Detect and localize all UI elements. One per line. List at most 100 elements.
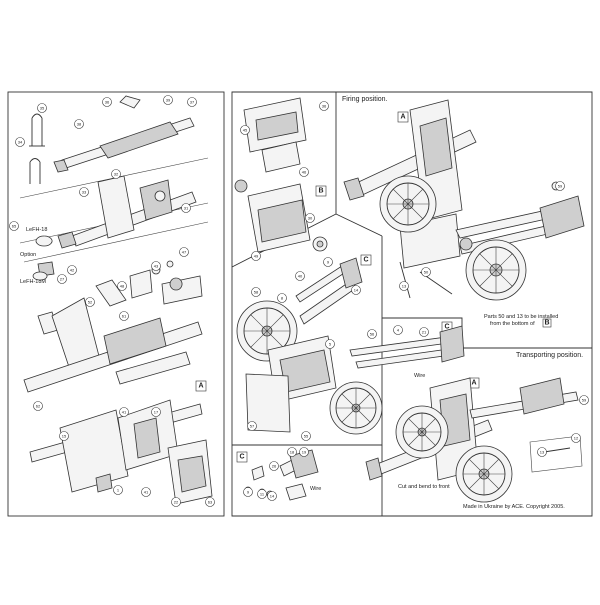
svg-text:46: 46 (302, 170, 307, 175)
svg-text:C: C (239, 454, 244, 461)
callout-21: 21 (419, 327, 429, 337)
footer-copyright: Made in Ukraine by ACE. Copyright 2005. (463, 504, 565, 510)
callout-15: 15 (59, 431, 69, 441)
svg-text:30: 30 (308, 216, 313, 221)
callout-48: 48 (117, 281, 127, 291)
callout-26: 26 (269, 461, 279, 471)
label-cut-bend: Cut and bend to front (398, 484, 450, 490)
left-barrel-assembly (19, 95, 213, 505)
divider-b-firing (335, 92, 383, 237)
svg-text:18: 18 (290, 450, 295, 455)
label-lefh18: LeFH-18 (26, 227, 47, 233)
callout-12: 12 (571, 433, 581, 443)
svg-text:58: 58 (254, 290, 259, 295)
callout-41b: 41 (141, 487, 151, 497)
svg-text:4: 4 (397, 328, 400, 333)
callout-52: 52 (85, 297, 95, 307)
svg-text:48: 48 (120, 284, 125, 289)
note-line2: from the bottom of (490, 321, 535, 327)
callout-17: 17 (151, 407, 161, 417)
callout-19: 19 (299, 447, 309, 457)
svg-text:13: 13 (402, 284, 407, 289)
svg-text:31: 31 (184, 206, 189, 211)
svg-text:C: C (363, 257, 368, 264)
callout-18: 18 (287, 447, 297, 457)
callout-13b: 13 (537, 447, 547, 457)
svg-text:47: 47 (182, 250, 187, 255)
label-option: Option (20, 252, 36, 258)
svg-text:59: 59 (558, 184, 563, 189)
svg-text:13: 13 (540, 450, 545, 455)
svg-text:26: 26 (272, 464, 277, 469)
callout-55: 55 (301, 431, 311, 441)
callout-34: 34 (15, 137, 25, 147)
callouts: 35 36 37 34 38 39 33 32 31 65 42 27 43 4… (9, 95, 589, 507)
svg-text:43: 43 (154, 264, 159, 269)
note-line1: Parts 50 and 13 to be installed (484, 314, 558, 320)
callout-33: 33 (79, 187, 89, 197)
firing-heading: Firing position. (342, 96, 388, 103)
svg-text:A: A (400, 114, 405, 121)
svg-text:A: A (471, 380, 476, 387)
callout-32: 32 (111, 169, 121, 179)
svg-text:55: 55 (304, 434, 309, 439)
svg-text:33: 33 (82, 190, 87, 195)
callout-11b: 11 (257, 489, 267, 499)
callout-56: 56 (367, 329, 377, 339)
callout-5: 5 (325, 339, 335, 349)
svg-text:36: 36 (322, 104, 327, 109)
callout-9: 9 (323, 257, 333, 267)
svg-text:63: 63 (208, 500, 213, 505)
callout-14: 14 (351, 285, 361, 295)
svg-text:50: 50 (424, 270, 429, 275)
callout-62: 62 (33, 401, 43, 411)
svg-text:14: 14 (270, 494, 275, 499)
callout-8: 8 (277, 293, 287, 303)
svg-text:35: 35 (40, 106, 45, 111)
callout-59: 59 (555, 181, 565, 191)
callout-4: 4 (393, 325, 403, 335)
c-small-parts (244, 449, 319, 501)
ref-box-a1: A (397, 111, 409, 123)
svg-text:12: 12 (574, 436, 579, 441)
svg-text:39: 39 (166, 98, 171, 103)
svg-text:41: 41 (144, 490, 149, 495)
svg-text:56: 56 (370, 332, 375, 337)
ref-box-b2: B (542, 318, 552, 328)
panel-right-frame (231, 91, 593, 517)
svg-text:22: 22 (174, 500, 179, 505)
ref-box-c3: C (236, 451, 248, 463)
callout-61: 61 (119, 311, 129, 321)
svg-text:5: 5 (329, 342, 332, 347)
svg-text:8: 8 (281, 296, 284, 301)
callout-36: 36 (102, 97, 112, 107)
callout-22: 22 (171, 497, 181, 507)
svg-text:15: 15 (62, 434, 67, 439)
svg-text:11: 11 (260, 492, 265, 497)
callout-37: 37 (187, 97, 197, 107)
callout-27: 27 (57, 274, 67, 284)
svg-text:52: 52 (88, 300, 93, 305)
b-panel-assembly (234, 97, 328, 253)
callout-65: 65 (9, 221, 19, 231)
svg-text:40: 40 (298, 274, 303, 279)
svg-text:49: 49 (254, 254, 259, 259)
firing-gun (343, 99, 585, 301)
svg-text:34: 34 (18, 140, 23, 145)
svg-text:65: 65 (12, 224, 17, 229)
callout-42: 42 (67, 265, 77, 275)
callout-50: 50 (421, 267, 431, 277)
callout-9b: 9 (243, 487, 253, 497)
svg-text:37: 37 (190, 100, 195, 105)
label-lefh18m: LeFH-18M (20, 279, 46, 285)
callout-49: 49 (251, 251, 261, 261)
ref-box-b1: B (315, 185, 327, 197)
label-wire-2: Wire (310, 486, 321, 492)
svg-text:41: 41 (122, 410, 127, 415)
ref-box-c1: C (360, 254, 372, 266)
svg-text:45: 45 (243, 128, 248, 133)
callout-40: 40 (295, 271, 305, 281)
svg-text:19: 19 (302, 450, 307, 455)
